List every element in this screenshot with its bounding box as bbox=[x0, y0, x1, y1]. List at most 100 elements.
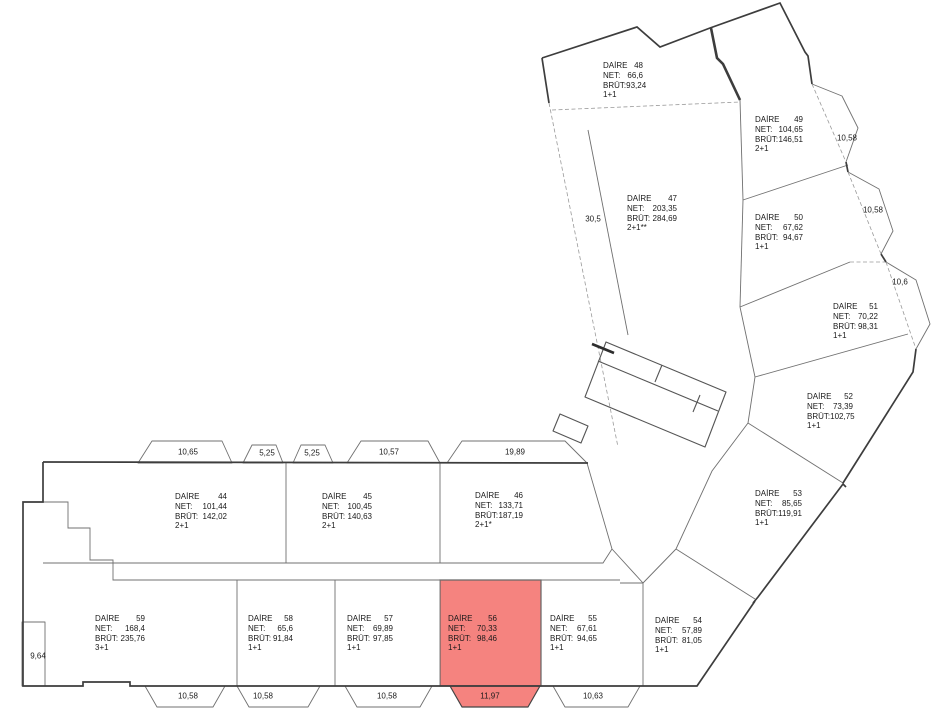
net-area-value: 168,4 bbox=[124, 623, 145, 633]
wall-50-51 bbox=[739, 261, 851, 308]
unit-number: 48 bbox=[634, 61, 643, 70]
brut-area-value: 235,76 bbox=[120, 633, 145, 643]
balcony-area-label-5: 30,5 bbox=[585, 214, 601, 224]
dashed-unit48-bottom bbox=[551, 101, 741, 111]
room-count-label: 2+1* bbox=[475, 520, 492, 530]
balcony-area-label-7: 10,58 bbox=[862, 205, 884, 215]
corridor-right-edge bbox=[642, 548, 677, 584]
unit-region-47[interactable] bbox=[552, 102, 755, 471]
balcony-area-label-4: 19,89 bbox=[504, 447, 526, 457]
unit-type-label: DAİRE bbox=[627, 194, 652, 203]
room-count-label: 1+1 bbox=[448, 643, 462, 653]
unit-region-52[interactable] bbox=[748, 334, 913, 483]
net-area-value: 65,6 bbox=[277, 623, 293, 633]
unit-region-53[interactable] bbox=[676, 423, 843, 599]
brut-area-value: 284,69 bbox=[652, 213, 677, 223]
brut-label: BRÜT: bbox=[603, 80, 627, 90]
unit-region-59[interactable] bbox=[23, 502, 237, 686]
brut-label: BRÜT: bbox=[755, 134, 779, 144]
unit-region-57[interactable] bbox=[335, 580, 440, 686]
brut-area-value: 94,65 bbox=[576, 633, 597, 643]
balcony-area-label-3: 10,57 bbox=[378, 447, 400, 457]
unit-type-label: DAİRE bbox=[755, 115, 780, 124]
unit-regions bbox=[23, 3, 914, 687]
stairwell-outline bbox=[584, 341, 727, 448]
unit-number: 57 bbox=[384, 614, 393, 623]
unit-region-50[interactable] bbox=[740, 166, 881, 307]
unit-type-label: DAİRE bbox=[475, 491, 500, 500]
net-area-value: 67,62 bbox=[782, 222, 803, 232]
unit-type-label: DAİRE bbox=[550, 614, 575, 623]
brut-area-value: 81,05 bbox=[681, 635, 702, 645]
unit-type-label: DAİRE bbox=[175, 492, 200, 501]
brut-area-value: 93,24 bbox=[626, 80, 647, 90]
brut-label: BRÜT: bbox=[322, 511, 346, 521]
net-label: NET: bbox=[175, 501, 193, 511]
unit-type-label: DAİRE bbox=[248, 614, 273, 623]
net-area-value: 70,22 bbox=[857, 311, 878, 321]
balcony-area-label-6: 10,58 bbox=[836, 133, 858, 143]
balcony-area-label-1: 5,25 bbox=[259, 448, 275, 458]
brut-label: BRÜT: bbox=[248, 633, 272, 643]
room-count-label: 1+1 bbox=[807, 421, 821, 431]
room-count-label: 1+1 bbox=[550, 643, 564, 653]
stairwell bbox=[552, 341, 727, 448]
unit-region-58[interactable] bbox=[237, 580, 335, 686]
wall-48-49-thick bbox=[709, 27, 742, 101]
unit-region-54[interactable] bbox=[643, 549, 755, 686]
unit-region-44[interactable] bbox=[43, 463, 286, 563]
dashed-balcony49-inner bbox=[811, 83, 847, 163]
balcony-area-label-12: 10,58 bbox=[376, 691, 398, 701]
room-count-label: 1+1 bbox=[603, 90, 617, 100]
net-label: NET: bbox=[655, 625, 673, 635]
brut-label: BRÜT: bbox=[833, 321, 857, 331]
brut-label: BRÜT: bbox=[95, 633, 119, 643]
wall-51-52 bbox=[754, 333, 909, 378]
net-label: NET: bbox=[322, 501, 340, 511]
outer-walls bbox=[22, 1, 917, 687]
balcony-area-label-14: 10,63 bbox=[582, 691, 604, 701]
unit-region-45[interactable] bbox=[286, 463, 440, 563]
unit-region-49[interactable] bbox=[710, 3, 846, 200]
unit-type-label: DAİRE bbox=[95, 614, 120, 623]
brut-area-value: 187,19 bbox=[498, 510, 523, 520]
balcony-right-51 bbox=[885, 261, 931, 350]
unit-region-55[interactable] bbox=[541, 580, 643, 686]
brut-area-value: 98,46 bbox=[476, 633, 497, 643]
wall-50-left bbox=[739, 199, 744, 308]
unit-region-48[interactable] bbox=[542, 27, 740, 106]
stairwell-lower-box bbox=[552, 413, 589, 444]
unit-number: 50 bbox=[794, 213, 803, 222]
brut-area-value: 102,75 bbox=[830, 411, 855, 421]
net-label: NET: bbox=[627, 203, 645, 213]
balcony-bottom-58 bbox=[236, 685, 321, 708]
brut-area-value: 146,51 bbox=[778, 134, 803, 144]
brut-label: BRÜT: bbox=[448, 633, 472, 643]
brut-label: BRÜT: bbox=[655, 635, 679, 645]
net-label: NET: bbox=[603, 70, 621, 80]
net-label: NET: bbox=[95, 623, 113, 633]
unit-region-46[interactable] bbox=[440, 463, 612, 563]
room-count-label: 2+1 bbox=[322, 521, 336, 531]
room-count-label: 2+1** bbox=[627, 223, 647, 233]
balcony-area-label-13: 11,97 bbox=[480, 691, 500, 701]
balcony-right-50 bbox=[847, 171, 894, 255]
unit-type-label: DAİRE bbox=[322, 492, 347, 501]
room-count-label: 2+1 bbox=[755, 144, 769, 154]
outline-48-left bbox=[541, 57, 550, 104]
unit-number: 54 bbox=[693, 616, 702, 625]
net-area-value: 73,39 bbox=[832, 401, 853, 411]
unit-type-label: DAİRE bbox=[755, 489, 780, 498]
wall-46-right bbox=[586, 462, 613, 550]
net-label: NET: bbox=[248, 623, 266, 633]
unit-number: 45 bbox=[363, 492, 372, 501]
